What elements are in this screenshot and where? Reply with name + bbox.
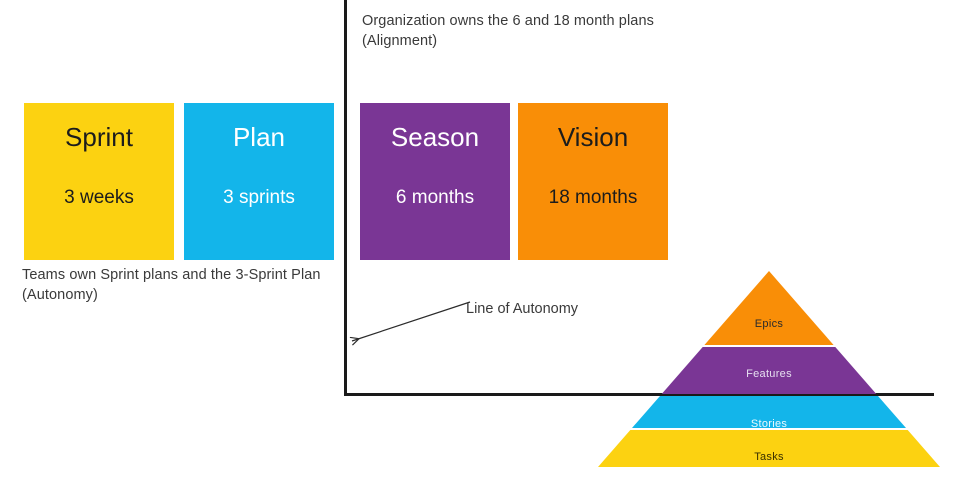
caption-alignment: Organization owns the 6 and 18 month pla… (362, 13, 654, 49)
line-of-autonomy-arrow (344, 301, 471, 348)
horizon-duration-season: 6 months (395, 187, 475, 208)
horizon-title-plan: Plan (232, 122, 286, 152)
pyramid-layer-features[interactable] (661, 347, 877, 394)
caption-autonomy: Teams own Sprint plans and the 3-Sprint … (22, 267, 321, 303)
pyramid-svg (598, 271, 940, 467)
horizon-duration-plan: 3 sprints (223, 187, 295, 208)
horizon-box-vision[interactable]: Vision 18 months (518, 103, 668, 260)
work-item-pyramid: Epics Features Stories Tasks (598, 271, 940, 469)
pyramid-layer-tasks[interactable] (598, 430, 940, 467)
horizon-title-sprint: Sprint (65, 122, 133, 152)
line-of-autonomy-label: Line of Autonomy (466, 301, 579, 317)
horizon-duration-sprint: 3 weeks (64, 187, 134, 208)
horizon-title-season: Season (390, 122, 480, 152)
vertical-divider-line (344, 0, 347, 396)
horizon-box-sprint[interactable]: Sprint 3 weeks (24, 103, 174, 260)
horizon-box-plan[interactable]: Plan 3 sprints (184, 103, 334, 260)
horizon-box-season[interactable]: Season 6 months (360, 103, 510, 260)
horizon-title-vision: Vision (557, 122, 629, 152)
pyramid-layer-epics[interactable] (704, 271, 834, 345)
horizon-duration-vision: 18 months (548, 187, 638, 208)
pyramid-layer-stories[interactable] (632, 396, 906, 428)
line-of-autonomy-horizontal (344, 393, 934, 396)
